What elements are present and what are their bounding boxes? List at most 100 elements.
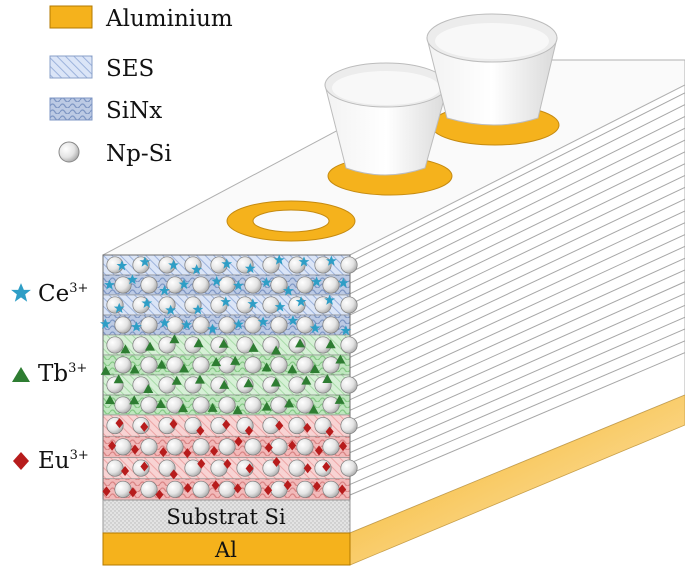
- layer-edge-line: [349, 127, 685, 295]
- np-si-sphere: [296, 356, 314, 374]
- eu-dopant-diamond: [128, 487, 137, 498]
- ion-ce-name: Ce: [38, 281, 69, 307]
- eu-dopant-diamond: [338, 484, 347, 495]
- tb-dopant-triangle: [335, 354, 346, 364]
- layer-edge-line: [349, 92, 685, 263]
- tb-dopant-triangle: [194, 374, 205, 384]
- layer-edge-line: [349, 198, 685, 358]
- layer-edge-line: [349, 139, 685, 305]
- eu-dopant-diamond: [210, 446, 219, 457]
- eu-dopant-diamond: [130, 444, 139, 455]
- tb-dopant-triangle: [193, 338, 204, 348]
- eu-dopant-diamond: [211, 480, 220, 491]
- eu-dopant-diamond: [303, 422, 312, 433]
- eu-dopant-diamond: [272, 457, 281, 468]
- tb-dopant-triangle: [179, 363, 190, 373]
- tb-dopant-triangle: [129, 395, 140, 405]
- np-si-sphere: [314, 256, 332, 274]
- np-si-sphere: [296, 396, 314, 414]
- np-si-sphere: [106, 336, 124, 354]
- layer-edge-line: [349, 163, 685, 326]
- ion-eu: Eu3+: [13, 448, 89, 474]
- np-si-sphere: [166, 438, 184, 456]
- layer-edge-line: [349, 304, 685, 454]
- np-si-sphere: [322, 276, 340, 294]
- layer-edge-line: [349, 151, 685, 316]
- np-si-sphere: [322, 396, 340, 414]
- np-si-sphere: [218, 276, 236, 294]
- legend-label-np-si: Np-Si: [106, 141, 172, 167]
- tb-dopant-triangle: [295, 338, 306, 348]
- np-si-sphere: [340, 376, 358, 394]
- layer-edge-line: [349, 281, 685, 432]
- tb-dopant-triangle: [308, 404, 319, 414]
- eu-dopant-diamond: [264, 485, 273, 496]
- np-si-sphere: [296, 316, 314, 334]
- tb-dopant-triangle: [284, 398, 295, 408]
- layer-edge-line: [349, 104, 685, 274]
- np-si-sphere: [192, 396, 210, 414]
- eu-dopant-diamond: [183, 448, 192, 459]
- np-si-sphere: [158, 376, 176, 394]
- tb-dopant-triangle: [287, 364, 298, 374]
- np-si-sphere: [296, 276, 314, 294]
- np-si-sphere: [140, 438, 158, 456]
- svg-text:Tb3+: Tb3+: [38, 361, 87, 387]
- np-si-sphere: [270, 480, 288, 498]
- np-si-sphere: [166, 480, 184, 498]
- np-si-sphere: [166, 316, 184, 334]
- np-si-sphere: [340, 336, 358, 354]
- eu-dopant-diamond: [275, 420, 284, 431]
- tb-dopant-triangle: [270, 377, 281, 387]
- slab-side-face: [349, 84, 685, 566]
- tb-dopant-triangle: [104, 395, 115, 405]
- tb-dopant-triangle: [230, 355, 241, 365]
- np-si-sphere: [340, 417, 358, 435]
- tb-dopant-triangle: [261, 401, 272, 411]
- tb-dopant-triangle: [155, 398, 166, 408]
- diamond-icon: [13, 452, 29, 470]
- tb-dopant-triangle: [100, 365, 111, 375]
- layer-edge-line: [349, 269, 685, 422]
- eu-dopant-diamond: [312, 481, 321, 492]
- np-si-sphere: [132, 376, 150, 394]
- cup-back: [426, 13, 558, 126]
- aluminium-layer: [102, 532, 351, 566]
- np-si-sphere: [106, 459, 124, 477]
- eu-dopant-diamond: [121, 465, 130, 476]
- eu-dopant-diamond: [140, 461, 149, 472]
- tb-dopant-triangle: [169, 334, 180, 344]
- np-si-sphere: [140, 356, 158, 374]
- np-si-sphere: [340, 459, 358, 477]
- tb-dopant-triangle: [309, 363, 320, 373]
- eu-dopant-diamond: [234, 436, 243, 447]
- eu-dopant-diamond: [169, 419, 178, 430]
- eu-dopant-diamond: [325, 426, 334, 437]
- legend-swatch-np-si: [58, 141, 80, 163]
- substrate-label: Substrat Si: [166, 505, 286, 529]
- np-si-sphere: [158, 459, 176, 477]
- layer-edge-line: [349, 340, 685, 485]
- aluminium-label: Al: [214, 538, 237, 562]
- layer-edge-line: [349, 234, 685, 390]
- np-si-sphere: [296, 480, 314, 498]
- layer-edge-line: [349, 257, 685, 411]
- eu-dopant-diamond: [155, 489, 164, 500]
- legend-swatch-sinx: [49, 97, 93, 121]
- np-si-sphere: [322, 316, 340, 334]
- np-si-sphere: [140, 480, 158, 498]
- np-si-sphere: [270, 316, 288, 334]
- eu-dopant-diamond: [183, 483, 192, 494]
- eu-dopant-diamond: [159, 447, 168, 458]
- layer-edge-line: [349, 328, 685, 475]
- tb-dopant-triangle: [129, 364, 140, 374]
- ion-labels: Ce3+ Tb3+ Eu3+: [11, 281, 89, 474]
- tb-dopant-triangle: [248, 342, 259, 352]
- ion-eu-name: Eu: [38, 448, 70, 474]
- np-si-sphere: [140, 276, 158, 294]
- np-si-sphere: [262, 296, 280, 314]
- eu-dopant-diamond: [169, 469, 178, 480]
- layer-edge-line: [349, 316, 685, 464]
- eu-dopant-diamond: [339, 441, 348, 452]
